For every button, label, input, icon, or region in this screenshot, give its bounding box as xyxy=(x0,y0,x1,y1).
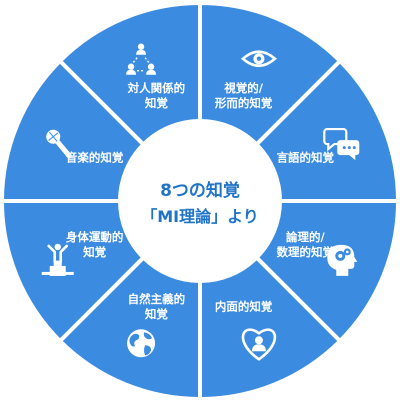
speech-bubbles-icon xyxy=(323,127,360,161)
segment-1-label-line2: 形而的知覚 xyxy=(215,96,273,110)
segment-4-label-line1: 内面的知覚 xyxy=(215,299,273,313)
heart-person-icon xyxy=(241,328,277,361)
segment-1-label-line1: 視覚的/ xyxy=(223,81,263,95)
center-circle xyxy=(120,121,280,281)
segment-5-label-line2: 知覚 xyxy=(144,307,168,321)
head-gears-icon xyxy=(327,244,358,276)
people-network-icon xyxy=(126,43,157,75)
segment-3-label-line1: 論理的/ xyxy=(286,230,325,244)
globe-icon xyxy=(127,329,156,358)
segment-6-label-line1: 身体運動的 xyxy=(66,230,124,244)
segment-5-label-line1: 自然主義的 xyxy=(128,292,186,306)
segment-3-label-line2: 数理的知覚 xyxy=(277,245,335,259)
eye-icon xyxy=(240,50,277,68)
podium-person-icon xyxy=(41,243,74,276)
segment-6-label-line2: 知覚 xyxy=(82,245,106,259)
segment-7-label-line1: 音楽的知覚 xyxy=(66,150,124,164)
segment-8-label-line1: 対人関係的 xyxy=(127,81,186,95)
microphone-icon xyxy=(46,129,72,159)
segment-8-label-line2: 知覚 xyxy=(144,96,168,110)
center-title-line1: 8つの知覚 xyxy=(160,180,240,201)
segment-2-label-line1: 言語的知覚 xyxy=(277,150,335,164)
center-title-line2: 「MI理論」より xyxy=(141,207,259,226)
